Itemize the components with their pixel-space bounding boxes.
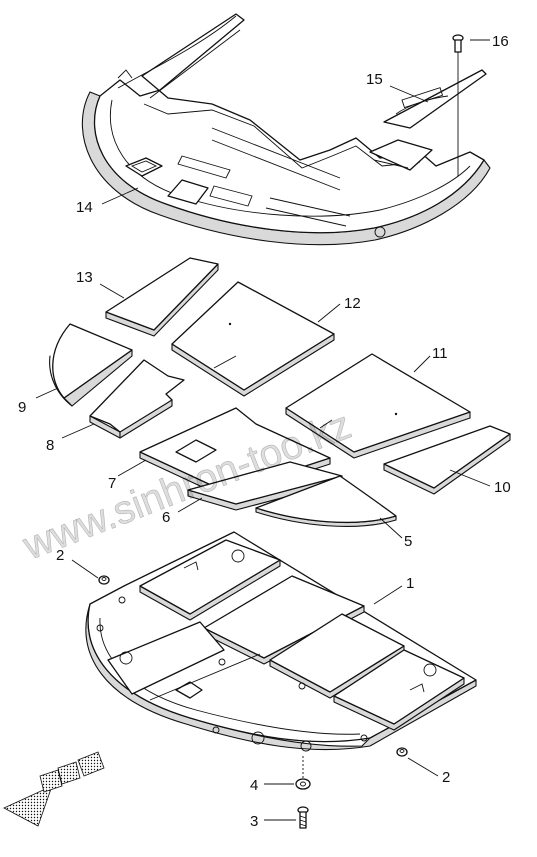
- part-3-screw: [297, 756, 309, 829]
- part-15-nameplate: [383, 69, 487, 129]
- callout-8: 8: [46, 437, 54, 454]
- callout-7: 7: [108, 475, 116, 492]
- callout-4: 4: [250, 777, 258, 794]
- part-14-front-cowl: [81, 13, 491, 246]
- part-4-washer: [295, 778, 311, 790]
- callout-9: 9: [18, 399, 26, 416]
- front-arrow-icon: [3, 751, 105, 827]
- callout-2-right: 2: [442, 769, 450, 786]
- part-2-nut-left: [98, 575, 110, 585]
- part-16-screw: [452, 34, 464, 176]
- callout-1: 1: [406, 575, 414, 592]
- part-2-nut-right: [396, 747, 408, 757]
- callout-16: 16: [492, 33, 509, 50]
- callout-11: 11: [432, 345, 448, 362]
- callout-3: 3: [250, 813, 258, 830]
- callout-2-left: 2: [56, 547, 64, 564]
- part-5-pad: [255, 475, 397, 527]
- callout-15: 15: [366, 71, 383, 88]
- part-13-pad: [105, 257, 219, 337]
- part-10-pad: [383, 425, 511, 495]
- callout-labels: 16 15 14 13 12 11 9 8 7 10 6 5 2 1 2 4 3: [18, 33, 511, 830]
- callout-10: 10: [494, 479, 511, 496]
- part-9-pad: [49, 323, 133, 407]
- part-8-pad: [89, 359, 185, 439]
- callout-14: 14: [76, 199, 93, 216]
- callout-6: 6: [162, 509, 170, 526]
- callout-13: 13: [76, 269, 93, 286]
- leader-lines: [35, 39, 491, 821]
- part-11-pad: [285, 353, 471, 459]
- callout-12: 12: [344, 295, 361, 312]
- callout-5: 5: [404, 533, 412, 550]
- part-1-base-plate: [85, 531, 477, 752]
- part-12-pad: [171, 281, 335, 397]
